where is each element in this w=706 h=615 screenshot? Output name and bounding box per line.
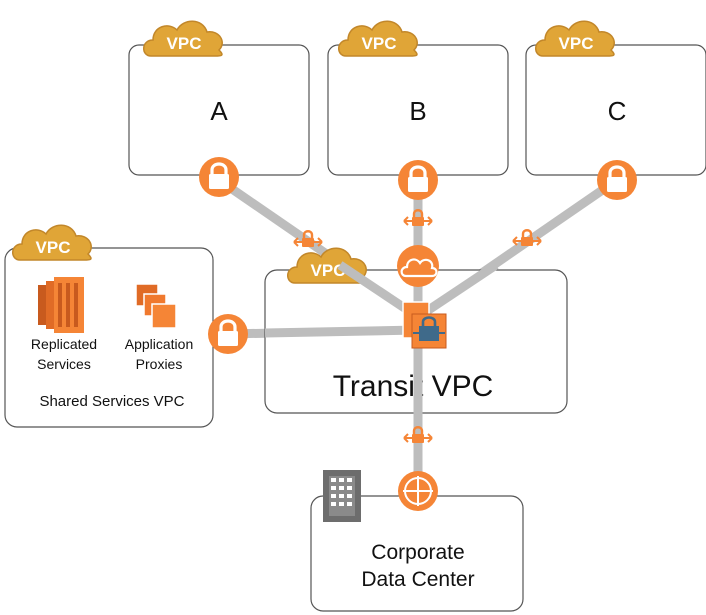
vpc-a: VPC A <box>128 20 310 176</box>
transit-gateway-cloud-icon <box>397 245 439 287</box>
transit-vpc-title: Transit VPC <box>333 370 494 403</box>
replicated-label-line2: Services <box>37 356 91 372</box>
application-proxies-icon <box>135 283 177 329</box>
datacenter-label-line2: Data Center <box>361 568 474 591</box>
vpc-c: VPC C <box>525 20 706 176</box>
ec2-instances-icon <box>38 277 84 333</box>
router-icon <box>398 471 438 511</box>
vpc-a-label: A <box>210 96 228 126</box>
replicated-label-line1: Replicated <box>31 336 97 352</box>
vpn-router-icon <box>411 313 447 349</box>
vpc-b-label: B <box>409 96 426 126</box>
shared-services-title: Shared Services VPC <box>39 393 184 410</box>
vpc-badge-label: VPC <box>311 261 346 280</box>
vpc-badge-label: VPC <box>36 238 71 257</box>
corporate-building-icon <box>323 470 361 522</box>
shared-services-vpc: VPC Replicated Services Application Prox… <box>4 224 214 428</box>
vpc-badge-label: VPC <box>167 34 202 53</box>
proxies-label-line1: Application <box>125 336 194 352</box>
vpc-badge-label: VPC <box>362 34 397 53</box>
lock-icon <box>396 158 440 202</box>
datacenter-label-line1: Corporate <box>371 541 464 564</box>
lock-icon <box>595 158 639 202</box>
vpc-b: VPC B <box>327 20 509 176</box>
lock-icon <box>206 312 250 356</box>
lock-icon <box>197 155 241 199</box>
vpc-c-label: C <box>608 96 627 126</box>
proxies-label-line2: Proxies <box>136 356 183 372</box>
corporate-data-center: Corporate Data Center <box>310 470 524 612</box>
vpc-badge-label: VPC <box>559 34 594 53</box>
